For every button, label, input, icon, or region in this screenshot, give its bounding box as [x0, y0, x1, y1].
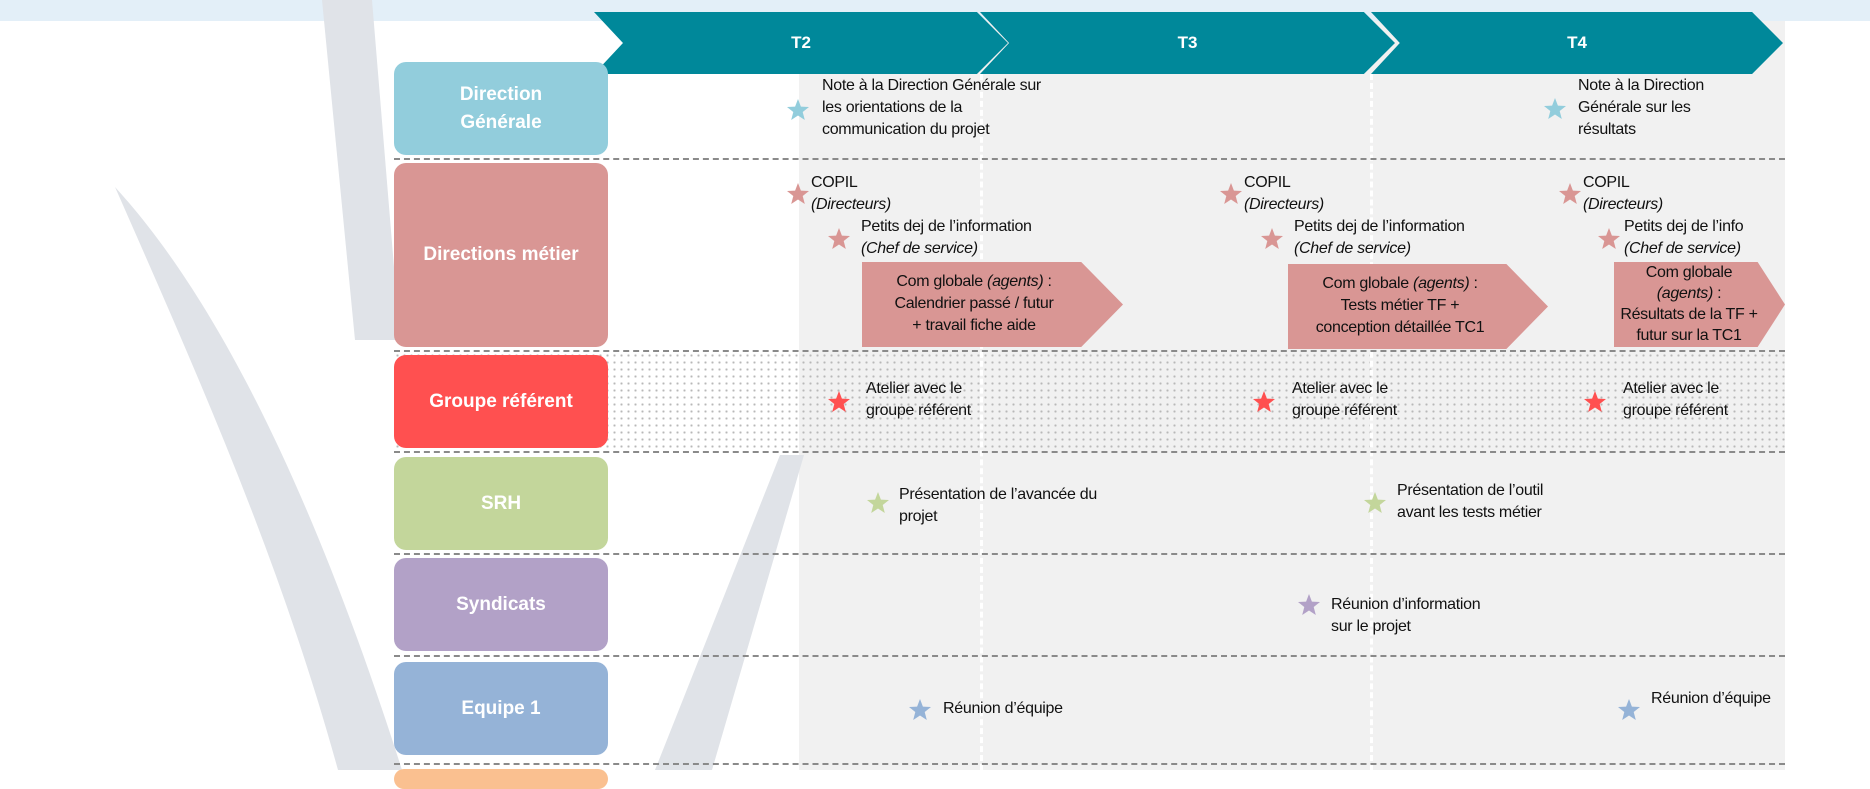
event-sub: (Chef de service)	[1294, 240, 1411, 257]
event-title: Petits dej de l’information	[861, 218, 1032, 235]
com-globale-t3: Com globale (agents) : Tests métier TF +…	[1288, 273, 1512, 339]
com-globale-t4: Com globale (agents) : Résultats de la T…	[1614, 262, 1764, 346]
event-title: COPIL	[1583, 174, 1630, 191]
event-petits-dej-t3: Petits dej de l’information (Chef de serv…	[1294, 216, 1465, 260]
com-text: Com globale	[1322, 275, 1414, 292]
event-srh-t2: Présentation de l’avancée du projet	[899, 486, 1097, 525]
event-title: Petits dej de l’information	[1294, 218, 1465, 235]
phase-label: T2	[791, 33, 811, 52]
row-separator	[394, 350, 1785, 352]
row-label-equipe-1: Equipe 1	[394, 662, 608, 755]
event-title: COPIL	[1244, 174, 1291, 191]
row-separator	[394, 655, 1785, 657]
phase-label: T4	[1567, 33, 1587, 52]
row-label-next	[394, 769, 608, 789]
event-equipe-t4: Réunion d’équipe	[1651, 690, 1771, 707]
phase-t2: T2	[594, 12, 1008, 74]
phase-divider	[980, 74, 983, 770]
com-audience: (agents)	[987, 273, 1044, 290]
event-atelier-t2: Atelier avec le groupe référent	[866, 380, 971, 419]
com-globale-t4-arrow	[1614, 262, 1785, 347]
event-syndicats-t3: Réunion d’information sur le projet	[1331, 596, 1481, 635]
event-equipe-t2: Réunion d’équipe	[943, 700, 1063, 717]
row-label-directions-metier: Directions métier	[394, 163, 608, 347]
row-label-groupe-referent: Groupe référent	[394, 355, 608, 448]
com-text: Com globale	[896, 273, 988, 290]
event-sub: (Chef de service)	[1624, 240, 1741, 257]
logo-watermark	[115, 0, 402, 770]
row-label-srh: SRH	[394, 457, 608, 550]
phase-t3: T3	[980, 12, 1395, 74]
row-separator	[394, 158, 1785, 160]
com-text: Com globale	[1645, 264, 1733, 281]
com-audience: (agents)	[1656, 285, 1714, 302]
event-sub: (Directeurs)	[1583, 196, 1663, 213]
event-petits-dej-t4: Petits dej de l’info (Chef de service)	[1624, 216, 1744, 260]
row-separator	[394, 553, 1785, 555]
com-globale-t2: Com globale (agents) : Calendrier passé …	[862, 271, 1086, 337]
row-label-direction-generale: Direction Générale	[394, 62, 608, 155]
row-separator	[394, 763, 1785, 765]
event-atelier-t3: Atelier avec le groupe référent	[1292, 380, 1397, 419]
com-text: : Tests métier TF + conception détaillée…	[1315, 275, 1485, 336]
event-sub: (Directeurs)	[811, 196, 891, 213]
event-dg-t2: Note à la Direction Générale sur les ori…	[822, 77, 1041, 138]
logo-watermark-right	[655, 455, 804, 770]
com-globale-t2-arrow	[862, 262, 1123, 347]
event-title: Petits dej de l’info	[1624, 218, 1744, 235]
event-sub: (Directeurs)	[1244, 196, 1324, 213]
com-globale-t3-arrow	[1288, 264, 1548, 349]
event-copil-t2: COPIL (Directeurs)	[811, 172, 891, 216]
event-dg-t4: Note à la Direction Générale sur les rés…	[1578, 77, 1704, 138]
phase-t4: T4	[1371, 12, 1783, 74]
groupe-referent-band	[394, 352, 1785, 451]
event-petits-dej-t2: Petits dej de l’information (Chef de serv…	[861, 216, 1032, 260]
com-audience: (agents)	[1413, 275, 1470, 292]
event-srh-t3: Présentation de l’outil avant les tests …	[1397, 482, 1544, 521]
phase-divider	[1370, 74, 1373, 770]
event-atelier-t4: Atelier avec le groupe référent	[1623, 380, 1728, 419]
row-separator	[394, 451, 1785, 453]
event-sub: (Chef de service)	[861, 240, 978, 257]
com-text: : Calendrier passé / futur + travail fic…	[894, 273, 1054, 334]
row-label-syndicats: Syndicats	[394, 558, 608, 651]
phase-label: T3	[1177, 33, 1198, 52]
event-copil-t3: COPIL (Directeurs)	[1244, 172, 1324, 216]
event-title: COPIL	[811, 174, 858, 191]
event-copil-t4: COPIL (Directeurs)	[1583, 172, 1663, 216]
com-text: : Résultats de la TF + futur sur la TC1	[1620, 285, 1758, 344]
